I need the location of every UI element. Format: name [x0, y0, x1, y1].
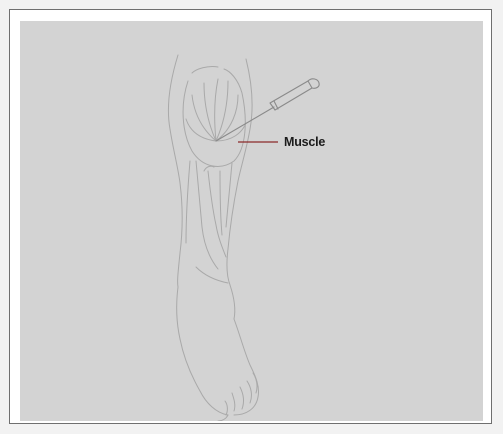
leg-illustration: Muscle [20, 21, 483, 421]
callout-label: Muscle [284, 135, 325, 149]
needle-icon [216, 79, 319, 141]
figure-frame: Muscle [9, 9, 492, 424]
callout-muscle: Muscle [238, 135, 325, 149]
leg-outline [168, 55, 258, 421]
illustration-panel: Muscle [20, 21, 483, 421]
